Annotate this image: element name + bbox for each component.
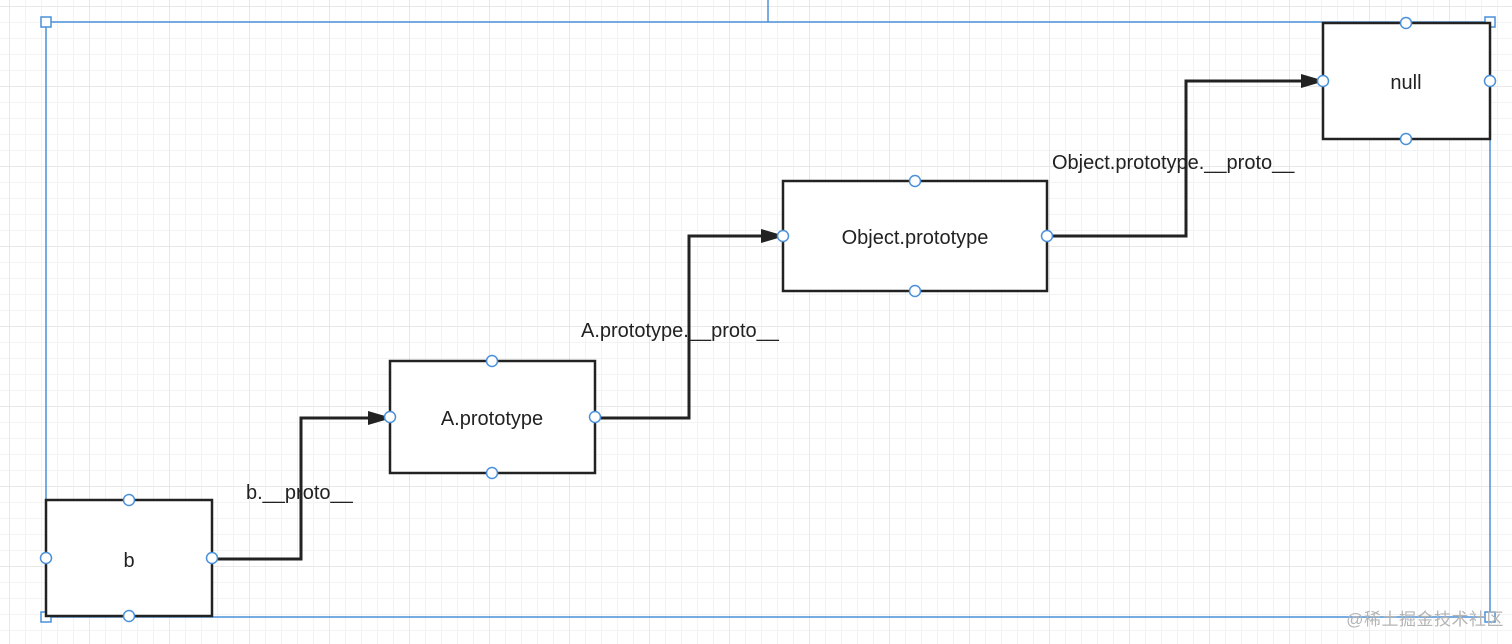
node-b-label: b xyxy=(123,550,134,572)
node-null[interactable]: null xyxy=(1316,16,1497,146)
connection-point[interactable] xyxy=(776,229,790,243)
selection-frame[interactable] xyxy=(40,0,1496,623)
connection-point[interactable] xyxy=(1483,74,1497,88)
node-object-prototype-label: Object.prototype xyxy=(842,227,989,249)
connection-point[interactable] xyxy=(1040,229,1054,243)
node-b[interactable]: b xyxy=(39,493,219,623)
resize-handle-top-left[interactable] xyxy=(40,16,52,28)
resize-handle-bottom-right[interactable] xyxy=(1484,611,1496,623)
connection-point[interactable] xyxy=(908,174,922,188)
connection-point[interactable] xyxy=(205,551,219,565)
connection-point[interactable] xyxy=(122,493,136,507)
node-a-prototype[interactable]: A.prototype xyxy=(383,354,602,480)
connection-point[interactable] xyxy=(1399,16,1413,30)
connection-point[interactable] xyxy=(485,354,499,368)
connection-point[interactable] xyxy=(485,466,499,480)
edge-label-a-prototype-proto: A.prototype.__proto__ xyxy=(581,320,780,342)
connection-point[interactable] xyxy=(588,410,602,424)
edge-label-object-prototype-proto: Object.prototype.__proto__ xyxy=(1052,152,1295,174)
watermark: @稀土掘金技术社区 xyxy=(1346,610,1504,629)
edge-b-to-a-prototype[interactable]: b.__proto__ xyxy=(212,411,392,561)
node-null-label: null xyxy=(1390,72,1421,94)
connection-point[interactable] xyxy=(1316,74,1330,88)
node-object-prototype[interactable]: Object.prototype xyxy=(776,174,1054,298)
node-a-prototype-label: A.prototype xyxy=(441,408,543,430)
connection-point[interactable] xyxy=(39,551,53,565)
edge-a-prototype-to-object-prototype[interactable]: A.prototype.__proto__ xyxy=(581,229,785,420)
connection-point[interactable] xyxy=(122,609,136,623)
edge-label-b-proto: b.__proto__ xyxy=(246,482,354,504)
connection-point[interactable] xyxy=(908,284,922,298)
connection-point[interactable] xyxy=(1399,132,1413,146)
edge-object-prototype-to-null[interactable]: Object.prototype.__proto__ xyxy=(1047,74,1325,238)
connection-point[interactable] xyxy=(383,410,397,424)
